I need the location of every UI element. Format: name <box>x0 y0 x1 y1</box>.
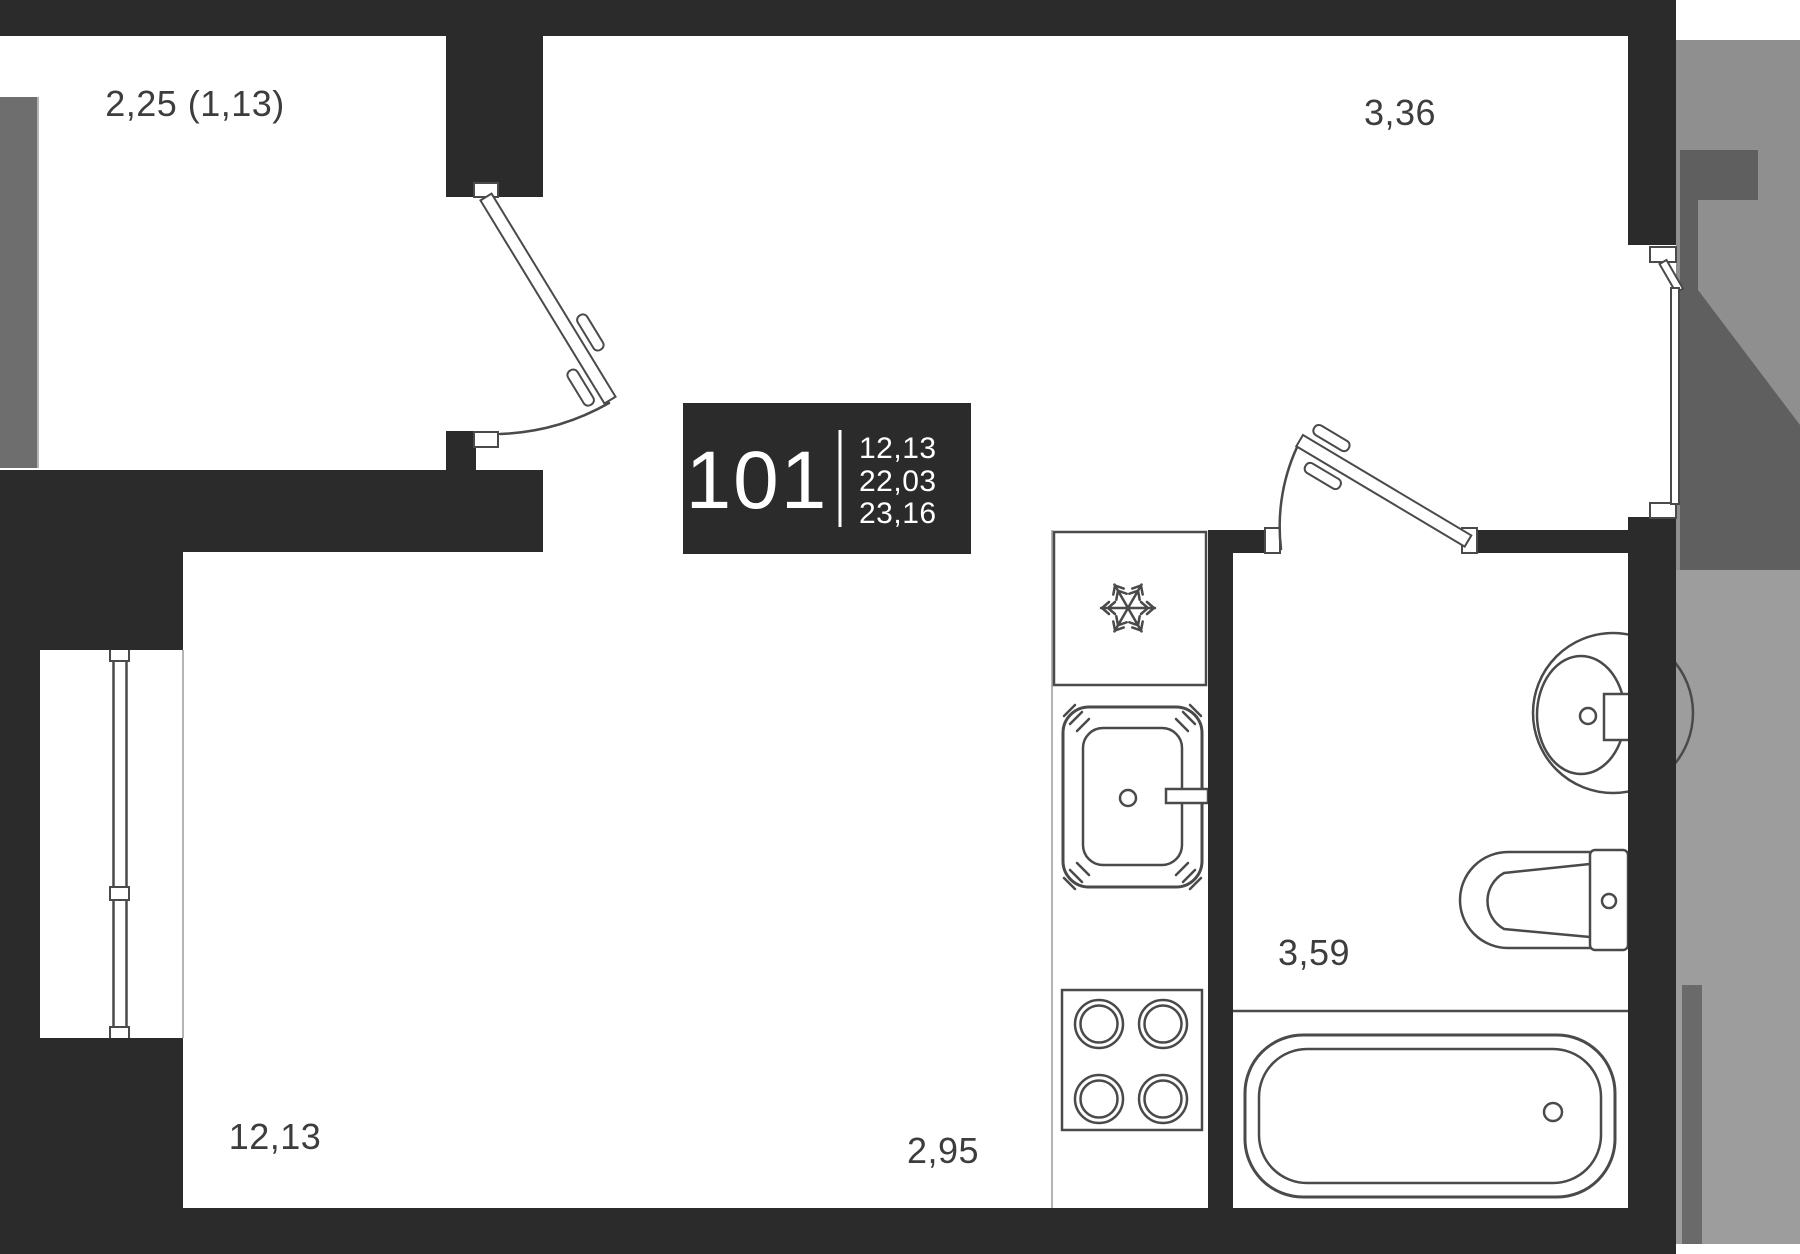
interior-lines <box>182 530 1630 1208</box>
unit-area-apartment: 22,03 <box>859 465 937 498</box>
door-leaf <box>1670 287 1680 505</box>
bathroom-door <box>1264 423 1478 554</box>
toilet-bowl <box>1458 850 1594 950</box>
outside-right-dark-wedge <box>1680 150 1800 570</box>
faucet <box>1164 787 1210 805</box>
fridge <box>1052 530 1208 687</box>
door-handle <box>1312 423 1351 453</box>
snowflake-icon <box>1099 583 1157 633</box>
bathroom-sink <box>1531 631 1695 795</box>
window-sash-joint <box>109 886 130 901</box>
wall-balcony-pier <box>446 0 543 197</box>
walls <box>0 0 1676 1254</box>
room-label-kitchen: 2,95 <box>907 1130 979 1171</box>
wall-bathroom-top-left <box>1208 530 1265 553</box>
room-label-hall: 3,36 <box>1364 92 1436 133</box>
window <box>109 647 130 1042</box>
toilet <box>1458 848 1630 952</box>
wall-right-lower <box>1628 517 1676 1254</box>
wall-right-upper <box>1628 36 1676 245</box>
wall-below-window <box>40 1038 183 1210</box>
outside-right-dark-strip <box>1682 985 1702 1244</box>
wall-kitchen-bathroom <box>1208 530 1233 1208</box>
stove <box>1060 988 1204 1132</box>
door-handle <box>1303 461 1342 491</box>
toilet-tank <box>1588 848 1630 952</box>
door-swing-arc <box>1278 439 1302 551</box>
wall-bottom <box>40 1208 1676 1254</box>
bathtub <box>1243 1033 1617 1199</box>
entrance-door <box>1649 246 1685 519</box>
wall-bathroom-top-right <box>1477 530 1628 553</box>
wall-left <box>0 470 40 1254</box>
door-leaf <box>479 192 617 405</box>
unit-area-total: 23,16 <box>859 497 937 530</box>
door-handle <box>566 368 595 407</box>
balcony-door <box>473 182 617 448</box>
room-label-bathroom: 3,59 <box>1278 932 1350 973</box>
room-label-living-room: 12,13 <box>229 1116 322 1157</box>
door-handle <box>576 313 605 352</box>
room-label-balcony: 2,25 (1,13) <box>105 83 285 124</box>
sink-corner-hatches <box>1062 703 1203 891</box>
door-swing-arc <box>498 401 611 436</box>
outside-context <box>0 40 1800 1244</box>
wall-top <box>0 0 1676 36</box>
kitchen-sink <box>1061 703 1210 891</box>
unit-area-living: 12,13 <box>859 432 937 465</box>
room-labels: 2,25 (1,13) 3,36 3,59 12,13 2,95 <box>105 83 1436 1171</box>
unit-info-card: 101 12,13 22,03 23,16 <box>683 403 971 554</box>
unit-number: 101 <box>686 435 829 526</box>
outside-left-strip <box>0 97 37 468</box>
door-leaf <box>1294 433 1473 548</box>
